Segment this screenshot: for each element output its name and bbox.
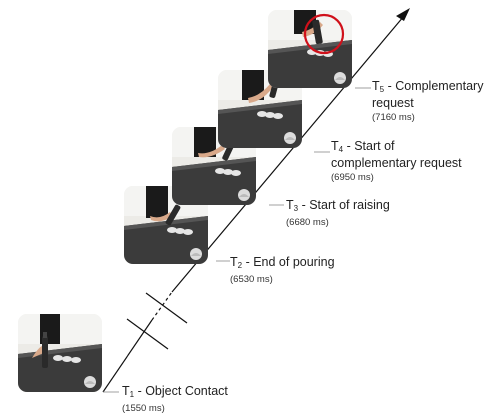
event-title-t5: T5 - Complementary (372, 79, 484, 95)
frame-t2-image (124, 186, 208, 264)
timeline-axis-lower (102, 319, 153, 393)
event-title-t1: T1 - Object Contact (122, 384, 228, 400)
event-time-t1: (1550 ms) (122, 403, 165, 414)
highlight-circle (303, 13, 345, 55)
axis-break-mark-1 (126, 318, 169, 350)
event-title-t4: T4 - Start of (331, 139, 395, 155)
timeline-axis-upper (171, 15, 405, 293)
axis-break-mark-2 (145, 292, 188, 324)
frame-t5-image (268, 10, 352, 88)
event-time-t2: (6530 ms) (230, 274, 273, 285)
event-label-t3: T3 - Start of raising (6680 ms) (286, 198, 390, 229)
event-time-t3: (6680 ms) (286, 217, 329, 228)
timeline-axis-gap (151, 291, 173, 321)
timeline-arrowhead (396, 8, 410, 21)
event-label-t4: T4 - Start of complementary request (695… (331, 139, 462, 184)
event-label-t1: T1 - Object Contact (1550 ms) (122, 384, 228, 415)
event-time-t5: (7160 ms) (372, 112, 415, 123)
event-label-t5: T5 - Complementary request (7160 ms) (372, 79, 483, 124)
event-time-t4: (6950 ms) (331, 172, 374, 183)
event-title-t2: T2 - End of pouring (230, 255, 335, 271)
frame-t1-image (18, 314, 102, 392)
event-title-t4-line2: complementary request (331, 156, 462, 170)
event-title-t5-line2: request (372, 96, 414, 110)
event-label-t2: T2 - End of pouring (6530 ms) (230, 255, 335, 286)
event-title-t3: T3 - Start of raising (286, 198, 390, 214)
